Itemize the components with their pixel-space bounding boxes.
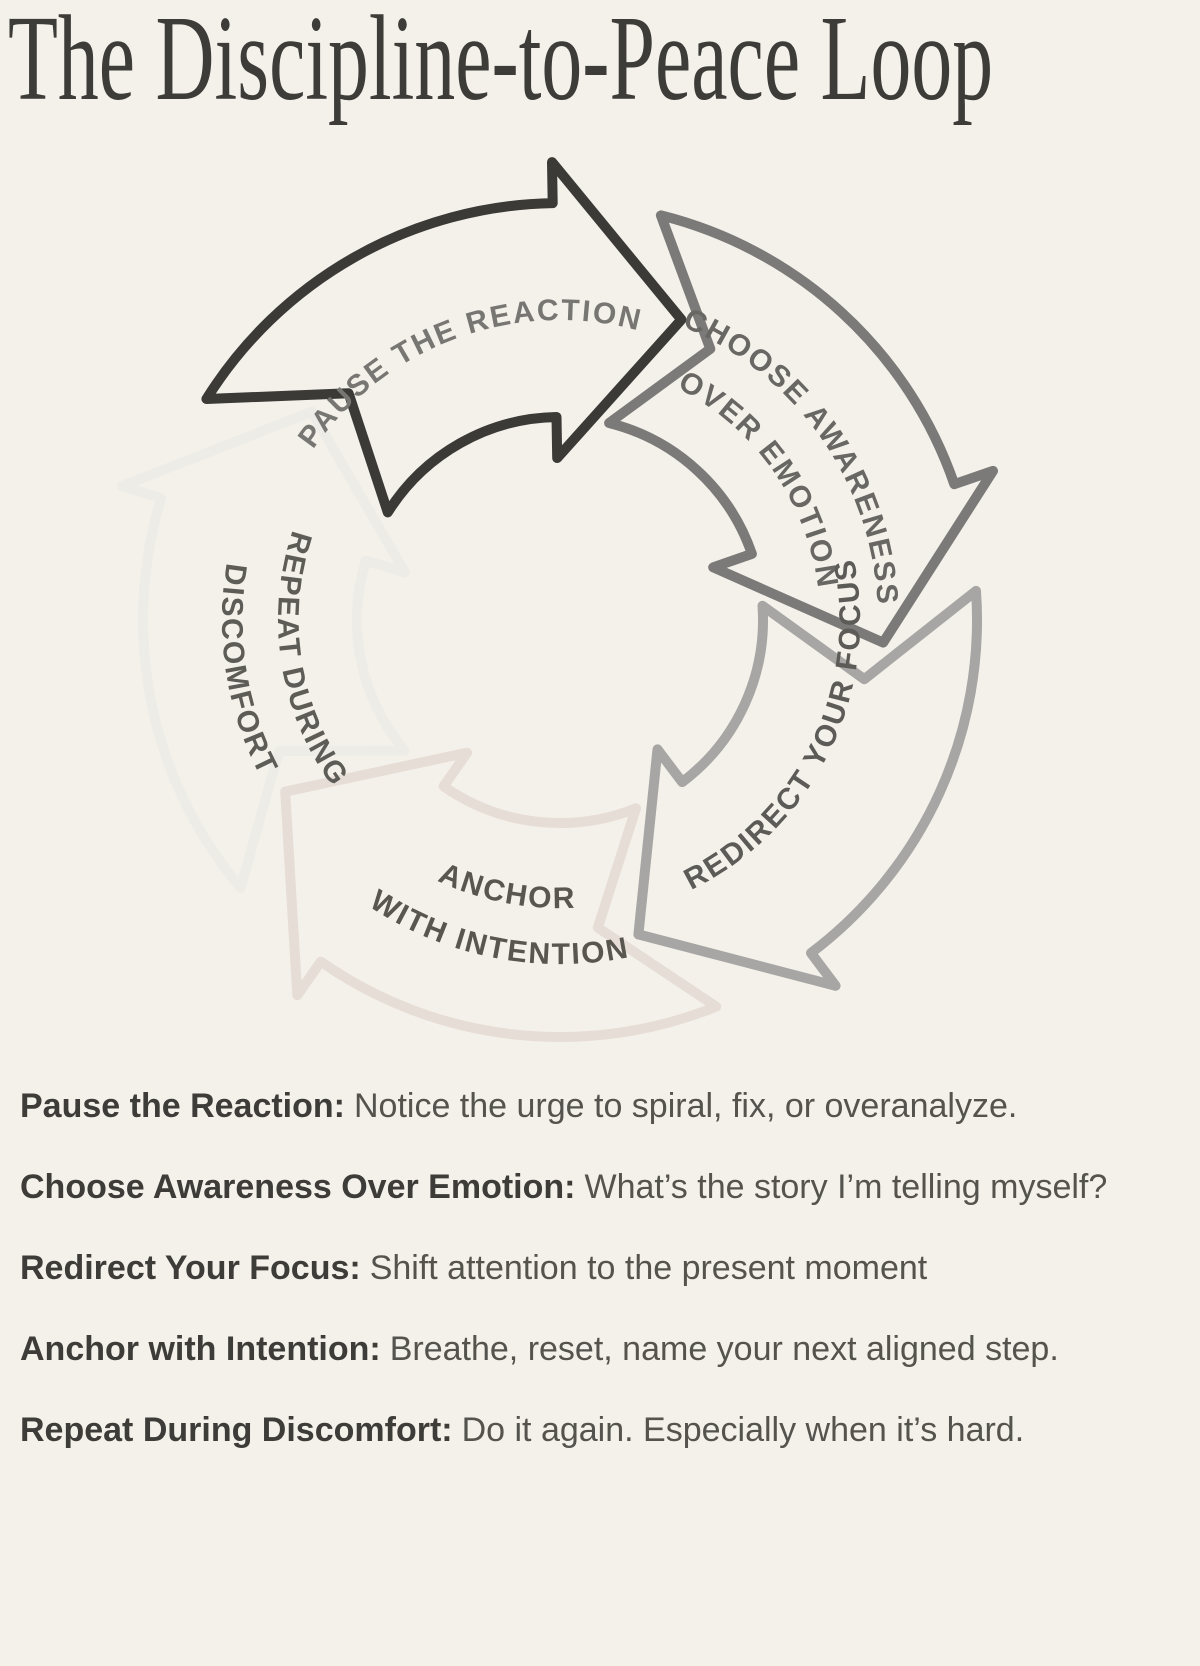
page-title: The Discipline-to-Peace Loop — [8, 0, 994, 126]
legend-term: Anchor with Intention: — [20, 1330, 381, 1368]
legend-item-repeat: Repeat During Discomfort:Do it again. Es… — [20, 1413, 1195, 1448]
legend-desc: What’s the story I’m telling myself? — [584, 1168, 1108, 1206]
legend-term: Pause the Reaction: — [20, 1087, 345, 1125]
arrow-label-pause-the-reaction: PAUSE THE REACTION — [292, 294, 646, 454]
arrow-repeat-during-discomfort — [117, 406, 411, 893]
label-guide-pause-the-reaction — [260, 320, 790, 620]
arrow-pause-the-reaction — [201, 157, 687, 518]
legend-item-pause: Pause the Reaction:Notice the urge to sp… — [20, 1089, 1195, 1124]
arrow-choose-awareness-over-emotion — [604, 210, 998, 648]
legend-item-anchor: Anchor with Intention:Breathe, reset, na… — [20, 1332, 1195, 1367]
legend-item-choose: Choose Awareness Over Emotion:What’s the… — [20, 1170, 1195, 1205]
legend-term: Redirect Your Focus: — [20, 1249, 361, 1287]
legend-item-redirect: Redirect Your Focus:Shift attention to t… — [20, 1251, 1195, 1286]
legend-desc: Do it again. Especially when it’s hard. — [461, 1411, 1025, 1449]
legend-term: Repeat During Discomfort: — [20, 1411, 453, 1449]
label-guide-repeat-during-discomfort — [278, 373, 506, 896]
legend-desc: Notice the urge to spiral, fix, or overa… — [353, 1087, 1018, 1125]
arrow-label-anchor-with-intention: ANCHOR — [434, 857, 577, 915]
legend: Pause the Reaction:Notice the urge to sp… — [20, 1089, 1195, 1494]
legend-term: Choose Awareness Over Emotion: — [20, 1168, 576, 1206]
arrow-label-redirect-your-focus: REDIRECT YOUR FOCUS — [679, 556, 867, 897]
arrow-redirect-your-focus — [633, 585, 982, 991]
legend-desc: Shift attention to the present moment — [369, 1249, 928, 1287]
arrow-anchor-with-intention — [280, 747, 722, 1042]
legend-desc: Breathe, reset, name your next aligned s… — [389, 1330, 1059, 1368]
